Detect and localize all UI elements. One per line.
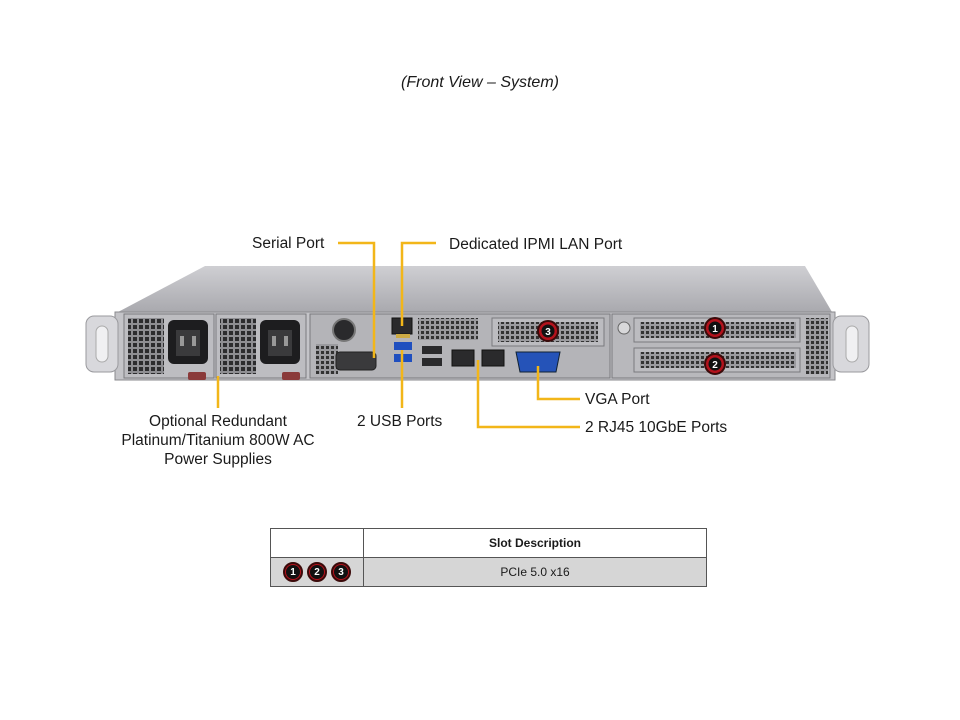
slot-description-table: Slot Description 1 2 3 PCIe 5.0 x16 [270,528,707,587]
uid-button [332,318,356,342]
psu-label-line3: Power Supplies [164,451,272,468]
rj45-port-2 [481,349,505,367]
slot-badge-1: 1 [283,562,303,582]
header-empty-cell [270,528,364,558]
slot-marker-2: 2 [704,353,726,375]
power-supply-2 [215,313,307,380]
header-slot-description: Slot Description [363,528,707,558]
usb-ports-label: 2 USB Ports [357,413,443,430]
right-rack-ear [832,315,870,373]
slot-description-value: PCIe 5.0 x16 [363,557,707,587]
page-caption: (Front View – System) [401,74,559,91]
usb-port-1 [394,342,412,350]
slot-marker-2-label: 2 [712,360,718,371]
chassis-top [118,266,832,312]
slot-badge-3: 3 [331,562,351,582]
left-rack-ear [85,315,119,373]
slot-marker-1-label: 1 [712,324,718,335]
ipmi-port-label: Dedicated IPMI LAN Port [449,236,623,253]
slot-marker-1: 1 [704,317,726,339]
table-header-row: Slot Description [270,528,707,558]
slot-marker-3: 3 [537,320,559,342]
vga-leader [536,366,580,401]
slot-marker-3-label: 3 [545,327,551,338]
psu-label-line1: Optional Redundant [149,413,287,430]
vga-port [515,351,561,373]
rj45-leader [476,360,580,429]
serial-port-leader [338,241,376,358]
table-row: 1 2 3 PCIe 5.0 x16 [270,557,707,587]
slot-badge-2: 2 [307,562,327,582]
power-supply-1 [123,313,215,380]
rj45-port-1 [451,349,475,367]
vga-port-label: VGA Port [585,391,650,408]
rj45-ports-label: 2 RJ45 10GbE Ports [585,419,728,436]
slot-badges-cell: 1 2 3 [270,557,364,587]
serial-port-label: Serial Port [252,235,325,252]
psu-label-line2: Platinum/Titanium 800W AC [121,432,315,449]
serial-port [335,351,377,371]
ipmi-port-leader [400,241,436,326]
